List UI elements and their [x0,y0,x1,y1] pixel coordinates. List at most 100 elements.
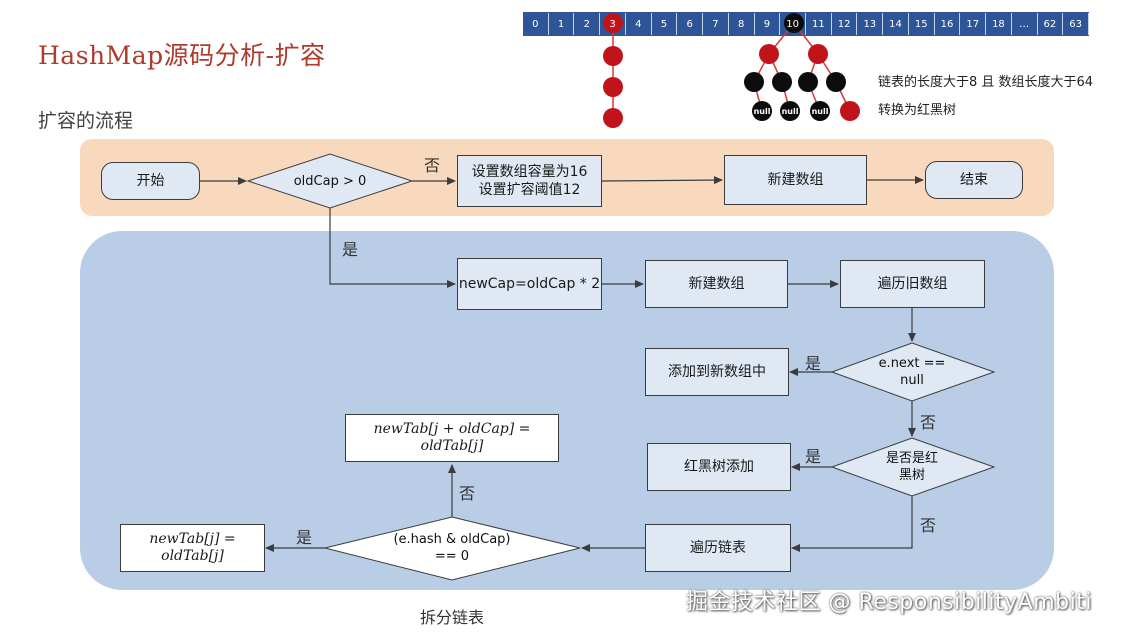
tree-links [753,22,851,112]
decision-next-null [830,342,996,402]
array-cell: 9 [755,13,781,35]
new-array-top-box: 新建数组 [724,155,867,205]
tree-node-red [808,44,828,64]
array-cell: … [1012,13,1038,35]
array-cell: 62 [1038,13,1064,35]
end-label: 结束 [960,172,988,188]
array-cell: 1 [549,13,575,35]
array-cell: 5 [652,13,678,35]
array-cell: 6 [677,13,704,35]
array-cell: 3 [600,13,626,35]
tree-node-black [744,72,764,92]
cond-hash-line1: (e.hash & oldCap) [393,532,511,547]
assign-j-box: newTab[j] = oldTab[j] [120,524,265,572]
cond-next-null-label: e.next == null [862,355,962,389]
tree-node-red [759,44,779,64]
tree-node-black [826,72,846,92]
split-list-caption: 拆分链表 [420,608,485,627]
assign-jcap-line1: newTab[j + oldCap] = [373,421,531,437]
yes-label-1: 是 [342,240,359,259]
array-cell: 12 [832,13,858,35]
tree-node-red [840,101,860,121]
newcap-label: newCap=oldCap * 2 [458,276,601,292]
array-cell: 63 [1063,13,1089,35]
array-cell: 8 [729,13,755,35]
tree-null-node [752,101,772,121]
array-cell: 15 [909,13,935,35]
array-cell: 4 [626,13,652,35]
arrow-istree-to-traverselist [791,496,913,552]
assign-jcap-line2: oldTab[j] [420,438,484,454]
array-cell: 0 [523,13,549,35]
cond-oldcap-label: oldCap > 0 [293,173,367,189]
array-cell: 14 [883,13,909,35]
cond-hash-label: (e.hash & oldCap) == 0 [372,531,532,565]
chain-node [603,46,623,66]
tree-null-node [810,101,830,121]
tree-null-node [780,101,800,121]
tree-note-line1: 链表的长度大于8 且 数组长度大于64 [878,75,1094,90]
new-array-box: 新建数组 [645,260,788,308]
cond-next-line2: null [900,373,924,388]
cond-tree-line2: 黑树 [898,468,925,483]
array-cell: 10 [780,13,806,35]
bottom-lane [80,231,1054,590]
watermark: 掘金技术社区 @ ResponsibilityAmbiti [686,590,1092,615]
tree-node-black [784,13,804,33]
new-array-top-label: 新建数组 [767,172,824,188]
tree-add-label: 红黑树添加 [684,459,754,475]
cond-next-line1: e.next == [878,356,946,371]
init-capacity-box: 设置数组容量为16 设置扩容阈值12 [457,155,602,207]
no-label-4: 否 [459,484,476,503]
cond-hash-line2: == 0 [434,549,470,564]
no-label-2: 否 [920,413,937,432]
init-line1: 设置数组容量为16 [471,164,588,180]
traverse-list-box: 遍历链表 [645,524,791,572]
yes-label-2: 是 [805,354,822,373]
no-label-1: 否 [424,156,441,175]
chain-node [603,77,623,97]
array-cell: 16 [935,13,961,35]
assign-j-line1: newTab[j] = [149,531,236,547]
null-label: null [812,107,829,116]
traverse-list-label: 遍历链表 [690,540,746,556]
cond-tree-line1: 是否是红 [885,451,938,466]
array-cell: 13 [857,13,884,35]
no-label-3: 否 [920,516,937,535]
tree-node-black [798,72,818,92]
array-cell: 7 [703,13,729,35]
yes-label-4: 是 [296,528,313,547]
cond-is-tree-label: 是否是红 黑树 [862,450,962,484]
tree-node-black [772,72,792,92]
newcap-box: newCap=oldCap * 2 [457,258,602,310]
array-cell: 11 [806,13,832,35]
flow-subtitle: 扩容的流程 [38,110,134,132]
chain-node [603,108,623,128]
tree-add-box: 红黑树添加 [647,443,791,491]
end-box: 结束 [925,161,1023,199]
yes-label-3: 是 [805,447,822,466]
array-cell: 17 [960,13,987,35]
add-to-new-array-label: 添加到新数组中 [668,364,766,380]
assign-jcap-box: newTab[j + oldCap] = oldTab[j] [345,414,559,462]
traverse-old-label: 遍历旧数组 [877,276,948,292]
decision-is-tree [830,437,996,497]
null-label: null [782,107,799,116]
traverse-old-box: 遍历旧数组 [840,260,985,308]
start-box: 开始 [101,162,200,200]
assign-j-line2: oldTab[j] [161,548,224,564]
page-title: HashMap源码分析-扩容 [38,41,326,70]
arrow-cond-to-newcap [329,208,456,288]
null-label: null [754,107,771,116]
init-line2: 设置扩容阈值12 [478,182,581,198]
add-to-new-array-box: 添加到新数组中 [645,348,789,396]
decision-hash [324,516,581,581]
start-label: 开始 [136,173,165,189]
tree-note-line2: 转换为红黑树 [878,103,957,118]
chain-node [603,13,623,33]
new-array-label: 新建数组 [688,276,745,292]
array-cell: 18 [986,13,1012,35]
arrow-init-to-newarray [601,176,723,185]
array-cell: 2 [574,13,601,35]
